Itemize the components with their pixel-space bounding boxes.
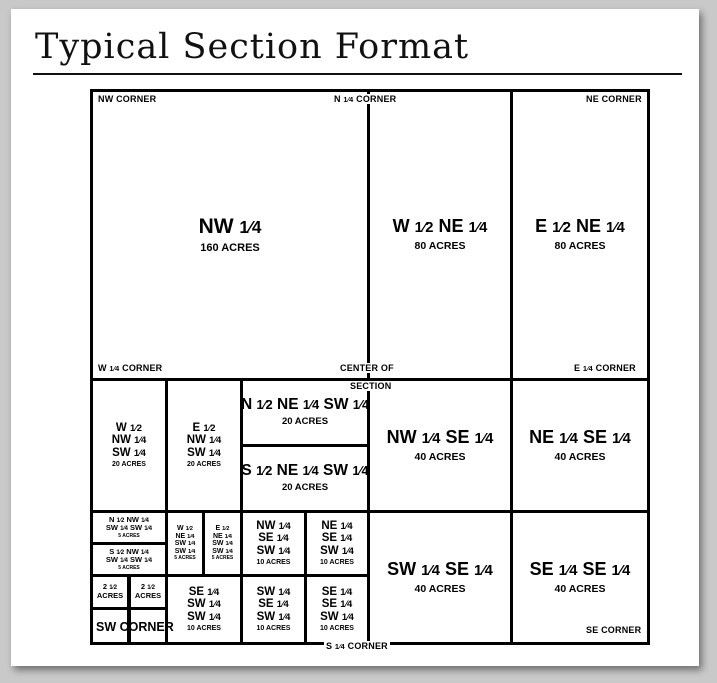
cell-acres: 5 ACRES (118, 564, 140, 571)
cell-acres: 80 ACRES (554, 240, 606, 253)
cell-label: NW 1⁄4 (198, 214, 262, 238)
cell-acres: 20 ACRES (187, 461, 221, 469)
cell-label: NW 1⁄4 SE 1⁄4 (386, 426, 494, 447)
cell-label: E 1⁄2 NE 1⁄4 (535, 216, 625, 237)
corner-label-w-quarter: W 1⁄4 CORNER (96, 363, 165, 373)
cell-w-half-ne-quarter[interactable]: W 1⁄2 NE 1⁄4 80 ACRES (367, 89, 513, 381)
corner-label-center-of: CENTER OF (338, 363, 396, 373)
cell-acres: 10 ACRES (187, 625, 221, 633)
corner-label-sw: SW CORNER (96, 620, 174, 634)
cell-se-se[interactable]: SE 1⁄4 SE 1⁄4 40 ACRES (510, 510, 650, 645)
cell-label: W 1⁄2 NE 1⁄4 (392, 216, 488, 237)
cell-acres: 20 ACRES (112, 461, 146, 469)
cell-acres: 10 ACRES (256, 559, 291, 567)
cell-acres: 160 ACRES (200, 242, 260, 255)
cell-acres: 10 ACRES (256, 625, 291, 633)
section-diagram: NW 1⁄4 160 ACRES W 1⁄2 NE 1⁄4 80 ACRES E… (79, 89, 650, 651)
cell-label: SW 1⁄4 SE 1⁄4 (387, 558, 493, 579)
corner-label-section: SECTION (348, 381, 394, 391)
cell-label: NE 1⁄4 SE 1⁄4 (529, 426, 631, 447)
cell-s-half-ne-sw[interactable]: S 1⁄2 NE 1⁄4 SW 1⁄4 20 ACRES (240, 444, 370, 513)
cell-acres: 5 ACRES (118, 532, 140, 539)
cell-acres: 10 ACRES (320, 625, 354, 633)
corner-label-se: SE CORNER (584, 625, 644, 635)
cell-acres: 40 ACRES (554, 450, 606, 463)
cell-nw-se[interactable]: NW 1⁄4 SE 1⁄4 40 ACRES (367, 378, 513, 513)
cell-acres: 10 ACRES (320, 559, 354, 567)
corner-label-e-quarter: E 1⁄4 CORNER (572, 363, 638, 373)
page-title: Typical Section Format (35, 27, 470, 67)
cell-acres: 40 ACRES (414, 450, 466, 463)
cell-acres: 20 ACRES (281, 416, 329, 428)
cell-label: N 1⁄2 NE 1⁄4 SW 1⁄4 (240, 396, 370, 414)
cell-e-half-ne-quarter[interactable]: E 1⁄2 NE 1⁄4 80 ACRES (510, 89, 650, 381)
corner-label-ne: NE CORNER (584, 94, 644, 104)
cell-nw-quarter[interactable]: NW 1⁄4 160 ACRES (90, 89, 370, 381)
cell-acres: 40 ACRES (554, 582, 606, 595)
cell-acres: 20 ACRES (281, 482, 329, 494)
cell-acres: 40 ACRES (414, 582, 466, 595)
cell-label: SE 1⁄4 SE 1⁄4 (529, 558, 631, 579)
cell-acres: 5 ACRES (174, 555, 196, 562)
corner-label-s-quarter: S 1⁄4 CORNER (324, 641, 390, 651)
corner-label-n-quarter: N 1⁄4 CORNER (332, 94, 399, 104)
cell-label: S 1⁄2 NE 1⁄4 SW 1⁄4 (241, 462, 369, 480)
corner-label-nw: NW CORNER (96, 94, 159, 104)
cell-sw-se[interactable]: SW 1⁄4 SE 1⁄4 40 ACRES (367, 510, 513, 645)
paper-sheet: Typical Section Format NW 1⁄4 160 ACRES … (11, 9, 699, 666)
cell-acres: 5 ACRES (211, 555, 234, 562)
cell-ne-se[interactable]: NE 1⁄4 SE 1⁄4 40 ACRES (510, 378, 650, 513)
title-underline (33, 73, 682, 75)
cell-acres: 80 ACRES (414, 240, 466, 253)
